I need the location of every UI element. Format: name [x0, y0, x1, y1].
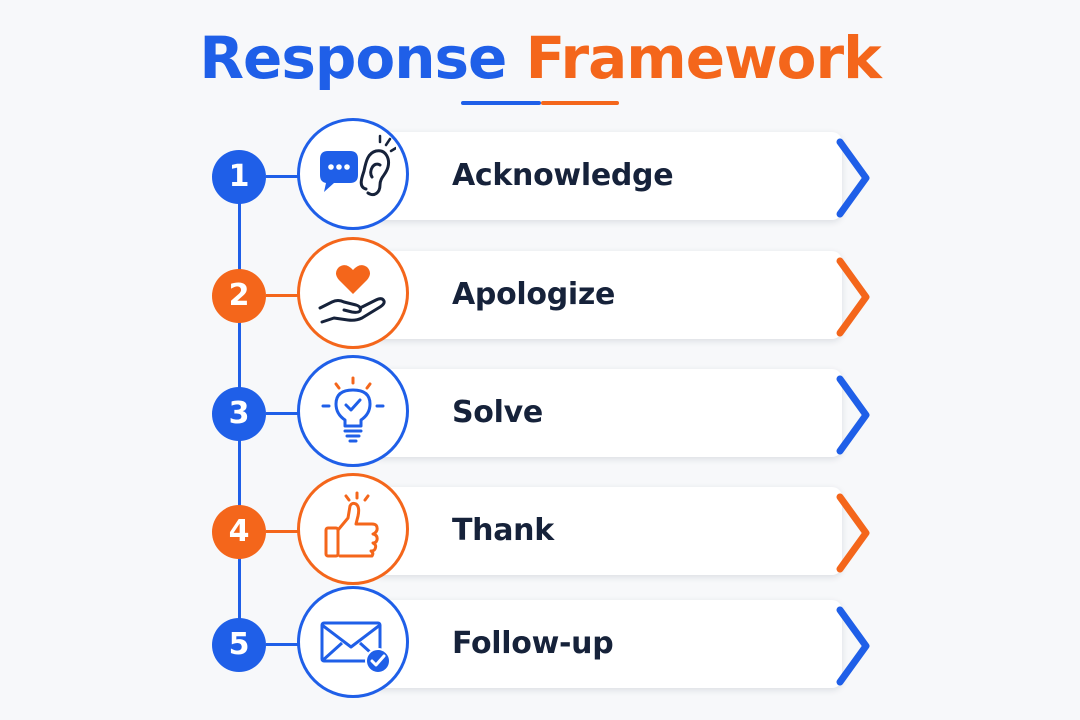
step-label: Acknowledge	[452, 158, 674, 193]
step-icon-circle	[297, 237, 409, 349]
step-2: Apologize 2	[0, 237, 1080, 355]
step-connector	[266, 643, 300, 646]
step-card[interactable]	[372, 600, 842, 688]
title-underline-blue	[461, 101, 541, 105]
step-label: Apologize	[452, 277, 616, 312]
step-label: Thank	[452, 513, 554, 548]
step-number-badge: 4	[212, 505, 266, 559]
listening-ear-chat-icon	[320, 134, 396, 197]
step-number-badge: 2	[212, 269, 266, 323]
title-underline-orange	[541, 101, 619, 105]
step-icon-circle	[297, 118, 409, 230]
step-connector	[266, 294, 300, 297]
step-4: Thank 4	[0, 473, 1080, 591]
thumbs-up-icon	[324, 491, 379, 558]
heart-in-hand-icon	[318, 265, 386, 324]
chevron-right-icon[interactable]	[826, 491, 876, 575]
step-connector	[266, 175, 300, 178]
chevron-right-icon[interactable]	[826, 604, 876, 688]
step-icon-circle	[297, 473, 409, 585]
chevron-right-icon[interactable]	[826, 136, 876, 220]
step-number-badge: 1	[212, 150, 266, 204]
step-card[interactable]	[372, 369, 842, 457]
page-title: Response Framework	[0, 20, 1080, 96]
title-word-framework: Framework	[525, 24, 882, 92]
step-3: Solve 3	[0, 355, 1080, 473]
step-icon-circle	[297, 355, 409, 467]
step-number-badge: 5	[212, 618, 266, 672]
step-card[interactable]	[372, 487, 842, 575]
step-1: Acknowledge 1	[0, 118, 1080, 236]
chevron-right-icon[interactable]	[826, 373, 876, 457]
step-connector	[266, 412, 300, 415]
step-icon-circle	[297, 586, 409, 698]
step-card[interactable]	[372, 132, 842, 220]
step-connector	[266, 530, 300, 533]
envelope-check-icon	[320, 621, 391, 674]
step-number-badge: 3	[212, 387, 266, 441]
title-word-response: Response	[199, 24, 507, 92]
step-card[interactable]	[372, 251, 842, 339]
chevron-right-icon[interactable]	[826, 255, 876, 339]
step-label: Solve	[452, 395, 543, 430]
step-5: Follow-up 5	[0, 586, 1080, 704]
step-label: Follow-up	[452, 626, 614, 661]
lightbulb-check-icon	[321, 376, 385, 443]
